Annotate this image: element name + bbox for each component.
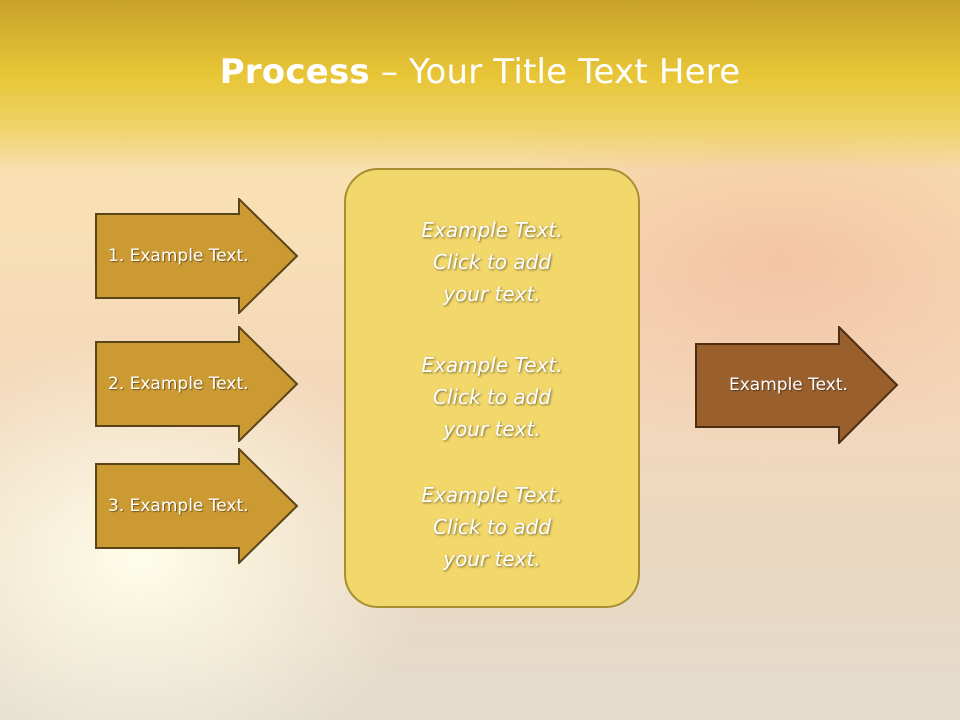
block-line: your text.	[443, 282, 541, 306]
arrow-shape	[95, 198, 299, 314]
output-arrow-label: Example Text.	[729, 375, 848, 395]
block-line: Click to add	[432, 515, 552, 539]
input-arrow-3[interactable]: 3. Example Text.	[95, 448, 299, 564]
arrow-shape	[95, 326, 299, 442]
block-line: Click to add	[432, 250, 552, 274]
slide-title: Process – Your Title Text Here	[0, 52, 960, 92]
process-text-block-3[interactable]: Example Text. Click to add your text.	[346, 479, 638, 575]
title-rest: – Your Title Text Here	[369, 52, 741, 92]
title-bold: Process	[219, 52, 370, 92]
input-arrow-label: 3. Example Text.	[108, 496, 249, 516]
input-arrow-label: 1. Example Text.	[108, 246, 249, 266]
input-arrow-1[interactable]: 1. Example Text.	[95, 198, 299, 314]
block-line: Example Text.	[421, 483, 563, 507]
block-line: your text.	[443, 417, 541, 441]
process-text-block-1[interactable]: Example Text. Click to add your text.	[346, 214, 638, 310]
block-line: Example Text.	[421, 353, 563, 377]
input-arrow-2[interactable]: 2. Example Text.	[95, 326, 299, 442]
arrow-shape	[95, 448, 299, 564]
block-line: Click to add	[432, 385, 552, 409]
title-band	[0, 0, 960, 170]
output-arrow[interactable]: Example Text.	[695, 326, 899, 444]
process-box[interactable]: Example Text. Click to add your text. Ex…	[344, 168, 640, 608]
input-arrow-label: 2. Example Text.	[108, 374, 249, 394]
arrow-shape	[695, 326, 899, 444]
block-line: Example Text.	[421, 218, 563, 242]
process-text-block-2[interactable]: Example Text. Click to add your text.	[346, 349, 638, 445]
block-line: your text.	[443, 547, 541, 571]
